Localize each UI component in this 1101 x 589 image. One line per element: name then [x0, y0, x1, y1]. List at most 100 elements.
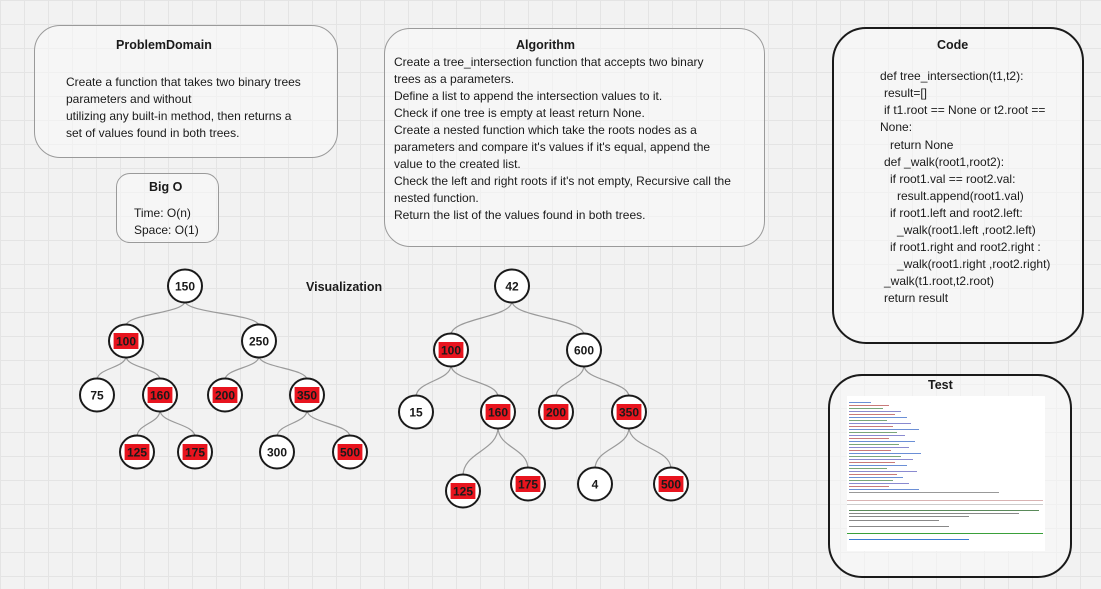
code-line: result.append(root1.val) — [897, 189, 1024, 203]
tree-edge — [462, 426, 499, 477]
code-line: _walk(root1.right ,root2.right) — [897, 257, 1051, 271]
problem-domain-line: Create a function that takes two binary … — [66, 75, 301, 89]
test-output-line — [849, 520, 939, 521]
node-highlight — [294, 387, 320, 403]
node-highlight — [616, 404, 642, 420]
node-label: 200 — [546, 406, 566, 420]
node-label: 250 — [249, 335, 269, 349]
test-title: Test — [928, 378, 953, 392]
test-output-line — [849, 408, 883, 409]
test-output-line — [849, 465, 907, 466]
tree-node: 350 — [289, 377, 325, 413]
code-line: return None — [890, 138, 954, 152]
tree-edge — [125, 300, 186, 327]
test-output-line — [849, 453, 921, 454]
test-output-line — [849, 510, 1039, 511]
tree-edge — [415, 364, 452, 398]
test-output-line — [849, 414, 895, 415]
node-label: 175 — [185, 446, 205, 460]
tree-node: 200 — [538, 394, 574, 430]
node-label: 4 — [592, 478, 599, 492]
tree-edge — [136, 409, 161, 438]
problem-domain-line: utilizing any built-in method, then retu… — [66, 109, 292, 123]
test-output-line — [849, 450, 891, 451]
node-label: 42 — [505, 280, 519, 294]
node-label: 300 — [267, 446, 287, 460]
test-output-line — [849, 411, 901, 412]
node-label: 125 — [127, 446, 147, 460]
node-label: 125 — [453, 485, 473, 499]
node-circle — [79, 377, 115, 413]
test-output-line — [849, 405, 889, 406]
node-label: 200 — [215, 389, 235, 403]
code-line: _walk(root1.left ,root2.left) — [897, 223, 1036, 237]
node-circle — [566, 332, 602, 368]
test-output-line — [849, 456, 901, 457]
test-output-line — [847, 533, 1043, 534]
node-label: 500 — [340, 446, 360, 460]
tree-node: 125 — [119, 434, 155, 470]
node-circle — [241, 323, 277, 359]
algorithm-line: trees as a parameters. — [394, 72, 515, 86]
algorithm-line: nested function. — [394, 191, 479, 205]
tree-node: 300 — [259, 434, 295, 470]
code-card: Code def tree_intersection(t1,t2): resul… — [832, 27, 1084, 344]
big-o-space: Space: O(1) — [134, 223, 199, 237]
node-circle — [167, 268, 203, 304]
test-output-line — [849, 486, 889, 487]
tree-node: 175 — [177, 434, 213, 470]
test-output-line — [849, 441, 915, 442]
node-label: 500 — [661, 478, 681, 492]
visualization-label: Visualization — [306, 280, 383, 294]
code-line: if root1.right and root2.right : — [890, 240, 1041, 254]
code-line: return result — [884, 291, 949, 305]
node-label: 100 — [441, 344, 461, 358]
code-line: None: — [880, 120, 913, 134]
test-output-screenshot — [847, 396, 1045, 551]
node-label: 350 — [619, 406, 639, 420]
test-output-line — [849, 483, 909, 484]
test-output-line — [849, 471, 917, 472]
tree-node: 15 — [398, 394, 434, 430]
test-output-line — [849, 447, 909, 448]
tree-node: 160 — [142, 377, 178, 413]
tree-edge — [555, 364, 585, 398]
tree-edge — [306, 409, 351, 438]
test-output-line — [849, 489, 919, 490]
node-label: 600 — [574, 344, 594, 358]
tree-node: 175 — [510, 466, 546, 502]
tree-node: 350 — [611, 394, 647, 430]
node-highlight — [113, 333, 139, 349]
tree-edge — [184, 300, 260, 327]
problem-domain-card: ProblemDomain Create a function that tak… — [34, 25, 338, 158]
tree-edge — [594, 426, 630, 470]
test-output-line — [849, 417, 907, 418]
node-highlight — [543, 404, 569, 420]
code-line: def _walk(root1,root2): — [884, 155, 1005, 169]
test-output-line — [849, 480, 893, 481]
tree-node: 42 — [494, 268, 530, 304]
test-output-line — [849, 435, 905, 436]
tree-node: 500 — [332, 434, 368, 470]
code-line: if root1.val == root2.val: — [890, 172, 1016, 186]
big-o-time: Time: O(n) — [134, 206, 191, 220]
tree-node: 200 — [207, 377, 243, 413]
tree-node: 125 — [445, 473, 481, 509]
node-highlight — [438, 342, 464, 358]
tree-edge — [583, 364, 630, 398]
test-output-line — [849, 402, 871, 403]
test-output-line — [849, 423, 911, 424]
test-output-line — [849, 477, 903, 478]
node-label: 15 — [409, 406, 423, 420]
tree-node: 4 — [577, 466, 613, 502]
code-line: def tree_intersection(t1,t2): — [880, 69, 1024, 83]
test-output-line — [849, 539, 969, 540]
algorithm-line: Create a tree_intersection function that… — [394, 55, 704, 69]
node-highlight — [182, 444, 208, 460]
tree-edge — [276, 409, 308, 438]
test-output-line — [847, 504, 1043, 505]
tree-node: 500 — [653, 466, 689, 502]
